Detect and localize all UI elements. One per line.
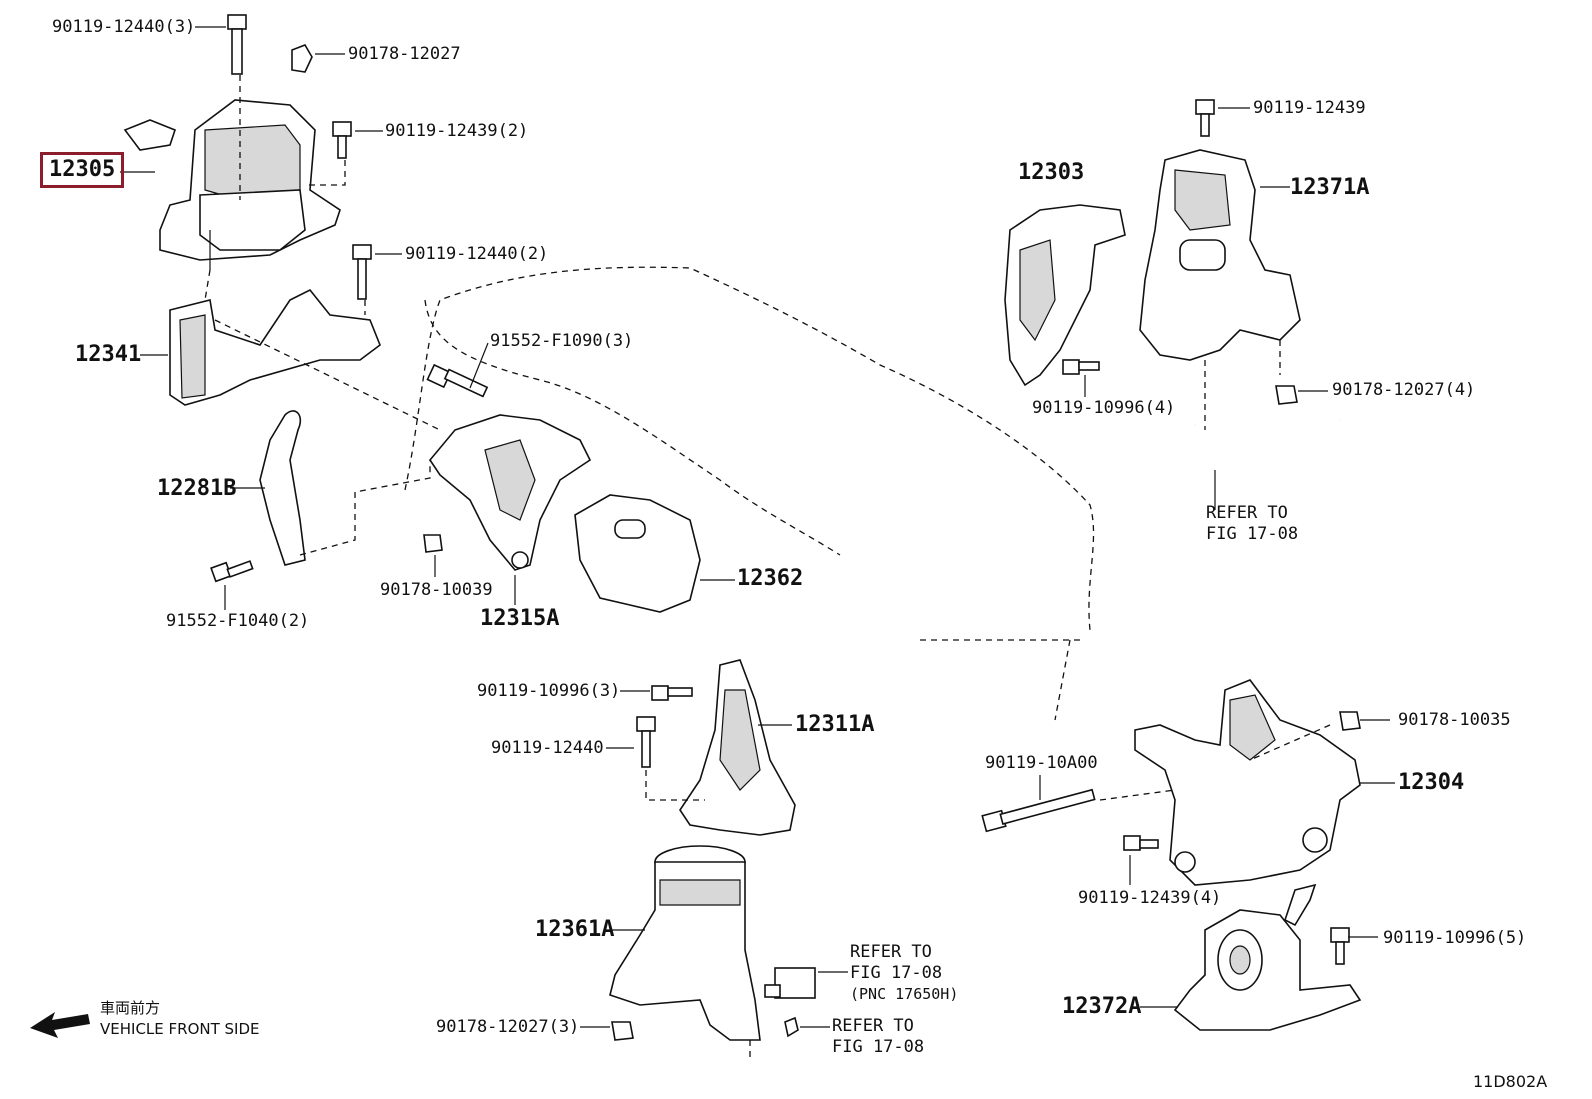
part-label-90119-12440[interactable]: 90119-12440	[491, 738, 604, 758]
part-label-90178-10039[interactable]: 90178-10039	[380, 580, 493, 600]
part-label-91552-f1090-3[interactable]: 91552-F1090(3)	[490, 331, 634, 351]
bracket-12304-part	[1134, 679, 1361, 886]
refer-note-hose[interactable]: REFER TO FIG 17-08	[1206, 503, 1298, 545]
nut-90178-12027-3	[611, 1021, 634, 1041]
bolt-90119-12440-3	[227, 14, 247, 75]
refer-note-clip[interactable]: REFER TO FIG 17-08	[832, 1016, 924, 1058]
bolt-91552-f1040-2	[210, 560, 254, 583]
part-label-91552-f1040-2[interactable]: 91552-F1040(2)	[166, 611, 310, 631]
clip-part	[784, 1016, 799, 1038]
refer-note-connector[interactable]: REFER TO FIG 17-08 (PNC 17650H)	[850, 942, 958, 1005]
part-label-90178-12027-3[interactable]: 90178-12027(3)	[436, 1017, 580, 1037]
engine-outline	[404, 266, 1095, 641]
mount-12361a-part	[609, 845, 761, 1041]
direction-label-english: VEHICLE FRONT SIDE	[100, 1020, 260, 1038]
part-label-90119-12440-3[interactable]: 90119-12440(3)	[52, 17, 196, 37]
part-label-12303[interactable]: 12303	[1018, 160, 1085, 185]
nut-90178-10039	[423, 534, 443, 553]
nut-90178-10035	[1339, 711, 1361, 731]
bolt-90119-10996-4	[1062, 359, 1100, 375]
part-label-90119-12439-2[interactable]: 90119-12439(2)	[385, 121, 529, 141]
figure-code: 11D802A	[1473, 1072, 1548, 1091]
part-label-12305[interactable]: 12305	[40, 152, 125, 188]
bracket-12341-part	[169, 288, 381, 406]
bolt-90119-10a00	[981, 788, 1096, 833]
part-label-90178-12027[interactable]: 90178-12027	[348, 44, 461, 64]
bracket-12281b-part	[259, 410, 306, 566]
bracket-12311a-part	[679, 659, 796, 836]
refer-note-line: REFER TO	[850, 942, 932, 962]
part-label-12361a[interactable]: 12361A	[535, 917, 615, 942]
mount-12305-part	[123, 99, 341, 270]
refer-note-line: REFER TO	[832, 1016, 914, 1036]
part-label-90178-10035[interactable]: 90178-10035	[1398, 710, 1511, 730]
bolt-90119-10996-5	[1330, 927, 1350, 965]
bolt-91552-f1090-3	[426, 363, 489, 398]
part-label-12304[interactable]: 12304	[1398, 770, 1465, 795]
part-label-12315a[interactable]: 12315A	[480, 606, 560, 631]
bolt-90119-12439-2	[332, 121, 352, 159]
bolt-90119-12440-2	[352, 244, 372, 300]
part-label-90178-12027-4[interactable]: 90178-12027(4)	[1332, 380, 1476, 400]
part-label-12362[interactable]: 12362	[737, 566, 804, 591]
direction-label-japanese: 車両前方	[100, 999, 161, 1017]
part-label-90119-10996-4[interactable]: 90119-10996(4)	[1032, 398, 1176, 418]
part-label-90119-12439[interactable]: 90119-12439	[1253, 98, 1366, 118]
refer-note-line: (PNC 17650H)	[850, 985, 959, 1003]
bracket-12315a-part	[429, 414, 592, 571]
bolt-90119-12439-4	[1123, 835, 1159, 851]
part-label-12341[interactable]: 12341	[75, 342, 142, 367]
mount-12372a-part	[1173, 883, 1362, 1031]
refer-note-line: FIG 17-08	[1206, 524, 1299, 544]
bolt-90119-12439-b	[1195, 99, 1215, 137]
pad-12362-part	[574, 494, 701, 613]
bolt-90119-10996-3	[651, 685, 693, 701]
front-arrow-icon	[30, 1012, 90, 1038]
refer-note-line: FIG 17-08	[850, 963, 943, 983]
part-label-12311a[interactable]: 12311A	[795, 712, 875, 737]
part-label-12371a[interactable]: 12371A	[1290, 175, 1370, 200]
bracket-12303-part	[1004, 204, 1126, 387]
refer-note-line: FIG 17-08	[832, 1037, 925, 1057]
bracket-12371a-part	[1139, 149, 1301, 361]
part-label-90119-10a00[interactable]: 90119-10A00	[985, 753, 1098, 773]
part-label-12281b[interactable]: 12281B	[157, 476, 237, 501]
hose-part	[1193, 418, 1341, 465]
refer-note-line: REFER TO	[1206, 503, 1288, 523]
bolt-90119-12440-b	[636, 716, 656, 768]
part-label-90119-10996-5[interactable]: 90119-10996(5)	[1383, 928, 1527, 948]
part-label-12372a[interactable]: 12372A	[1062, 994, 1142, 1019]
nut-90178-12027-4	[1275, 385, 1298, 405]
connector-part	[764, 967, 816, 999]
part-label-90119-12440-2[interactable]: 90119-12440(2)	[405, 244, 549, 264]
nut-90178-12027	[291, 44, 313, 73]
part-label-90119-12439-4[interactable]: 90119-12439(4)	[1078, 888, 1222, 908]
part-label-90119-10996-3[interactable]: 90119-10996(3)	[477, 681, 621, 701]
